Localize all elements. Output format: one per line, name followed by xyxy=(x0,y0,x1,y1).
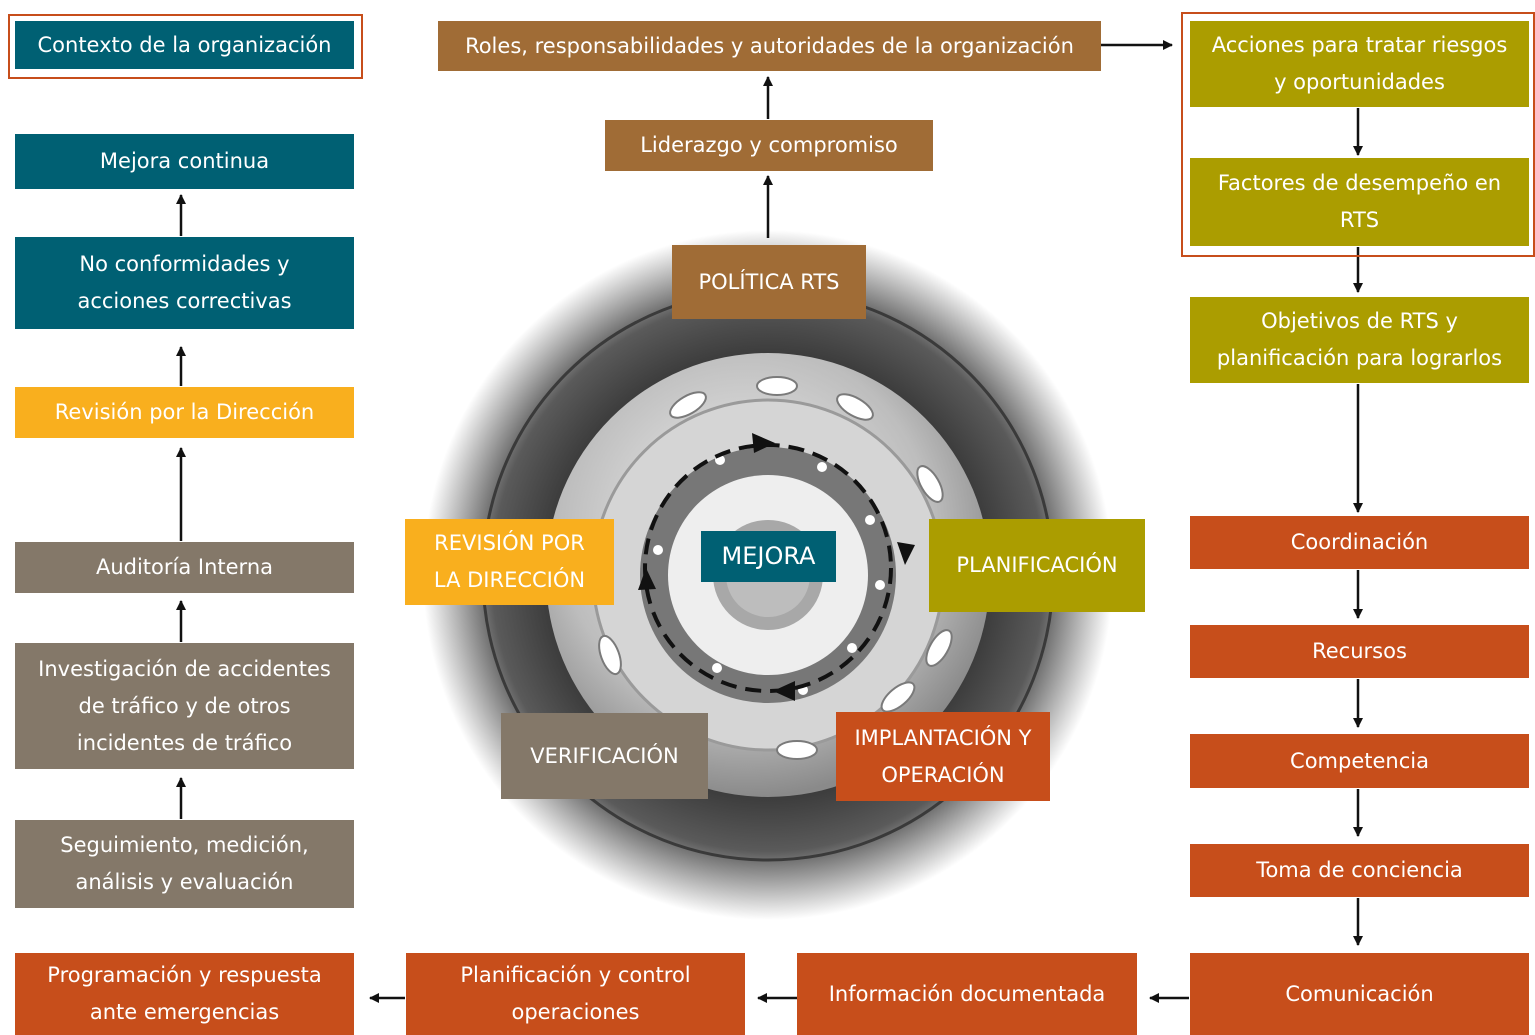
nonconformities-box: No conformidades y acciones correctivas xyxy=(15,237,354,329)
lug-dots xyxy=(653,455,885,695)
rim-holes xyxy=(598,376,953,760)
leadership-label: Liderazgo y compromiso xyxy=(640,133,898,157)
communication-label: Comunicación xyxy=(1285,981,1434,1006)
implementation-box: IMPLANTACIÓN Y OPERACIÓN xyxy=(836,712,1050,801)
verification-box: VERIFICACIÓN xyxy=(501,713,708,799)
planning-label: PLANIFICACIÓN xyxy=(956,553,1118,577)
roles-label: Roles, responsabilidades y autoridades d… xyxy=(465,33,1074,58)
emergencies-label: Programación y respuesta ante emergencia… xyxy=(47,963,322,1024)
emergencies-box: Programación y respuesta ante emergencia… xyxy=(15,953,354,1035)
policy-box: POLÍTICA RTS xyxy=(672,245,866,319)
objectives-label: Objetivos de RTS y planificación para lo… xyxy=(1216,309,1503,370)
communication-box: Comunicación xyxy=(1190,953,1529,1035)
internal-audit-box: Auditoría Interna xyxy=(15,542,354,593)
implementation-label: IMPLANTACIÓN Y OPERACIÓN xyxy=(854,725,1032,787)
leadership-box: Liderazgo y compromiso xyxy=(605,120,933,171)
documented-info-label: Información documentada xyxy=(828,981,1106,1006)
context-label: Contexto de la organización xyxy=(37,32,332,57)
nonconformities-label: No conformidades y acciones correctivas xyxy=(77,252,292,313)
improvement-label: Mejora continua xyxy=(99,149,270,173)
resources-label: Recursos xyxy=(1312,639,1407,663)
operations-label: Planificación y control operaciones xyxy=(460,963,691,1024)
resources-box: Recursos xyxy=(1190,625,1529,678)
center-label: MEJORA xyxy=(721,542,816,570)
factors-label: Factores de desempeño en RTS xyxy=(1217,171,1502,232)
planning-box: PLANIFICACIÓN xyxy=(929,519,1145,612)
management-review-label: Revisión por la Dirección xyxy=(54,400,315,424)
actions-box: Acciones para tratar riesgos y oportunid… xyxy=(1190,21,1529,107)
monitoring-box: Seguimiento, medición, análisis y evalua… xyxy=(15,820,354,908)
review-label: REVISIÓN POR LA DIRECCIÓN xyxy=(433,531,586,592)
verification-label: VERIFICACIÓN xyxy=(530,743,679,768)
review-box: REVISIÓN POR LA DIRECCIÓN xyxy=(405,519,614,605)
competence-box: Competencia xyxy=(1190,734,1529,788)
factors-box: Factores de desempeño en RTS xyxy=(1190,158,1529,246)
coordination-label: Coordinación xyxy=(1290,530,1429,554)
actions-label: Acciones para tratar riesgos y oportunid… xyxy=(1211,33,1508,94)
cycle-arrowheads xyxy=(638,433,915,701)
investigation-box: Investigación de accidentes de tráfico y… xyxy=(15,643,354,769)
center-box: MEJORA xyxy=(701,531,836,582)
management-review-box: Revisión por la Dirección xyxy=(15,387,354,438)
documented-info-box: Información documentada xyxy=(797,953,1137,1035)
continuous-improvement-box: Mejora continua xyxy=(15,134,354,189)
context-frame xyxy=(8,14,363,79)
awareness-box: Toma de conciencia xyxy=(1190,844,1529,897)
roles-box: Roles, responsabilidades y autoridades d… xyxy=(438,21,1101,71)
objectives-box: Objetivos de RTS y planificación para lo… xyxy=(1190,297,1529,383)
coordination-box: Coordinación xyxy=(1190,516,1529,569)
policy-label: POLÍTICA RTS xyxy=(698,269,840,294)
operations-box: Planificación y control operaciones xyxy=(406,953,745,1035)
internal-audit-label: Auditoría Interna xyxy=(95,555,274,579)
investigation-label: Investigación de accidentes de tráfico y… xyxy=(38,656,331,755)
awareness-label: Toma de conciencia xyxy=(1256,858,1463,882)
competence-label: Competencia xyxy=(1290,748,1429,773)
context-box: Contexto de la organización xyxy=(15,21,354,69)
monitoring-label: Seguimiento, medición, análisis y evalua… xyxy=(60,833,309,894)
planning-frame xyxy=(1181,12,1535,257)
